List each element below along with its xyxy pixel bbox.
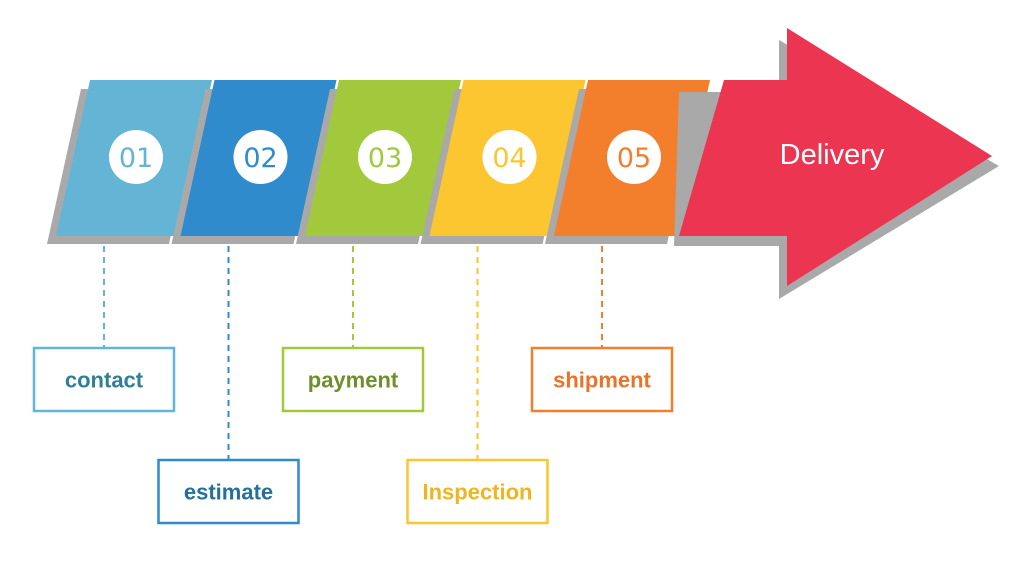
process-step-02: 02: [171, 80, 337, 244]
label-box: [406, 458, 549, 525]
process-step-05: 05: [545, 80, 710, 244]
steps-layer: 01 02 03 04 05: [47, 80, 710, 244]
delivery-label: Delivery: [780, 139, 885, 171]
step-label-03: payment: [281, 246, 425, 413]
step-label-text: contact: [65, 368, 144, 393]
step-number: 03: [368, 143, 402, 174]
label-box: [32, 346, 176, 413]
step-number-circle: [109, 130, 163, 184]
step-label-05: shipment: [530, 246, 674, 413]
step-number-circle: [233, 130, 288, 184]
step-number-circle: [607, 130, 661, 184]
step-number: 04: [492, 143, 526, 174]
step-label-02: estimate: [157, 246, 300, 525]
step-label-text: Inspection: [422, 480, 532, 505]
step-label-04: Inspection: [406, 246, 549, 525]
step-label-text: shipment: [553, 368, 651, 393]
step-number: 05: [617, 143, 651, 174]
step-label-01: contact: [32, 246, 176, 413]
label-box: [281, 346, 425, 413]
step-label-text: estimate: [184, 480, 273, 505]
delivery-arrow: [679, 28, 992, 286]
delivery-arrow-group: Delivery: [674, 28, 999, 299]
process-step-01: 01: [47, 80, 212, 244]
step-number: 01: [119, 143, 153, 174]
step-number-circle: [358, 130, 412, 184]
step-number: 02: [243, 143, 277, 174]
process-step-04: 04: [420, 80, 586, 244]
label-box: [530, 346, 674, 413]
step-label-text: payment: [308, 368, 399, 393]
process-step-03: 03: [296, 80, 461, 244]
step-number-circle: [482, 130, 537, 184]
label-box: [157, 458, 300, 525]
